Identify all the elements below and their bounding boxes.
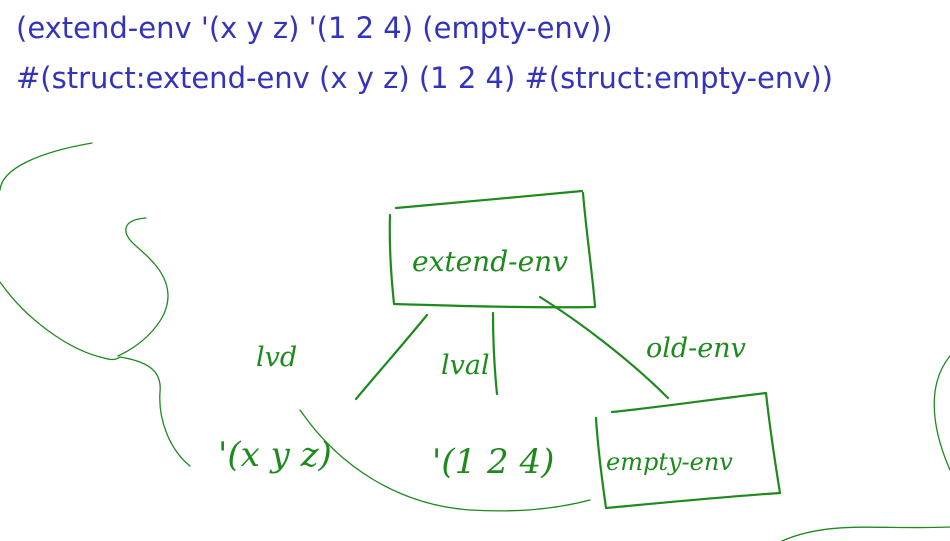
empty-env-label: empty-env xyxy=(606,448,733,476)
child-vars: '(x y z) xyxy=(218,435,332,475)
stray-stroke-lower xyxy=(299,409,591,512)
code-result: #(struct:extend-env (x y z) (1 2 4) #(st… xyxy=(16,61,833,95)
edge-label-middle: lval xyxy=(441,350,490,381)
stray-stroke-right xyxy=(933,355,950,471)
empty-env-box xyxy=(594,391,782,510)
code-expression: (extend-env '(x y z) '(1 2 4) (empty-env… xyxy=(16,11,613,45)
stray-stroke-bottom xyxy=(781,526,950,541)
edge-label-right: old-env xyxy=(646,333,746,364)
edge-right xyxy=(538,295,670,400)
edge-left xyxy=(354,313,429,401)
root-node-label: extend-env xyxy=(412,245,568,278)
child-vals: '(1 2 4) xyxy=(432,442,554,482)
left-brace xyxy=(0,142,191,467)
root-node-box xyxy=(388,189,597,309)
edge-middle xyxy=(491,311,499,396)
edge-label-left: lvd xyxy=(256,342,297,373)
